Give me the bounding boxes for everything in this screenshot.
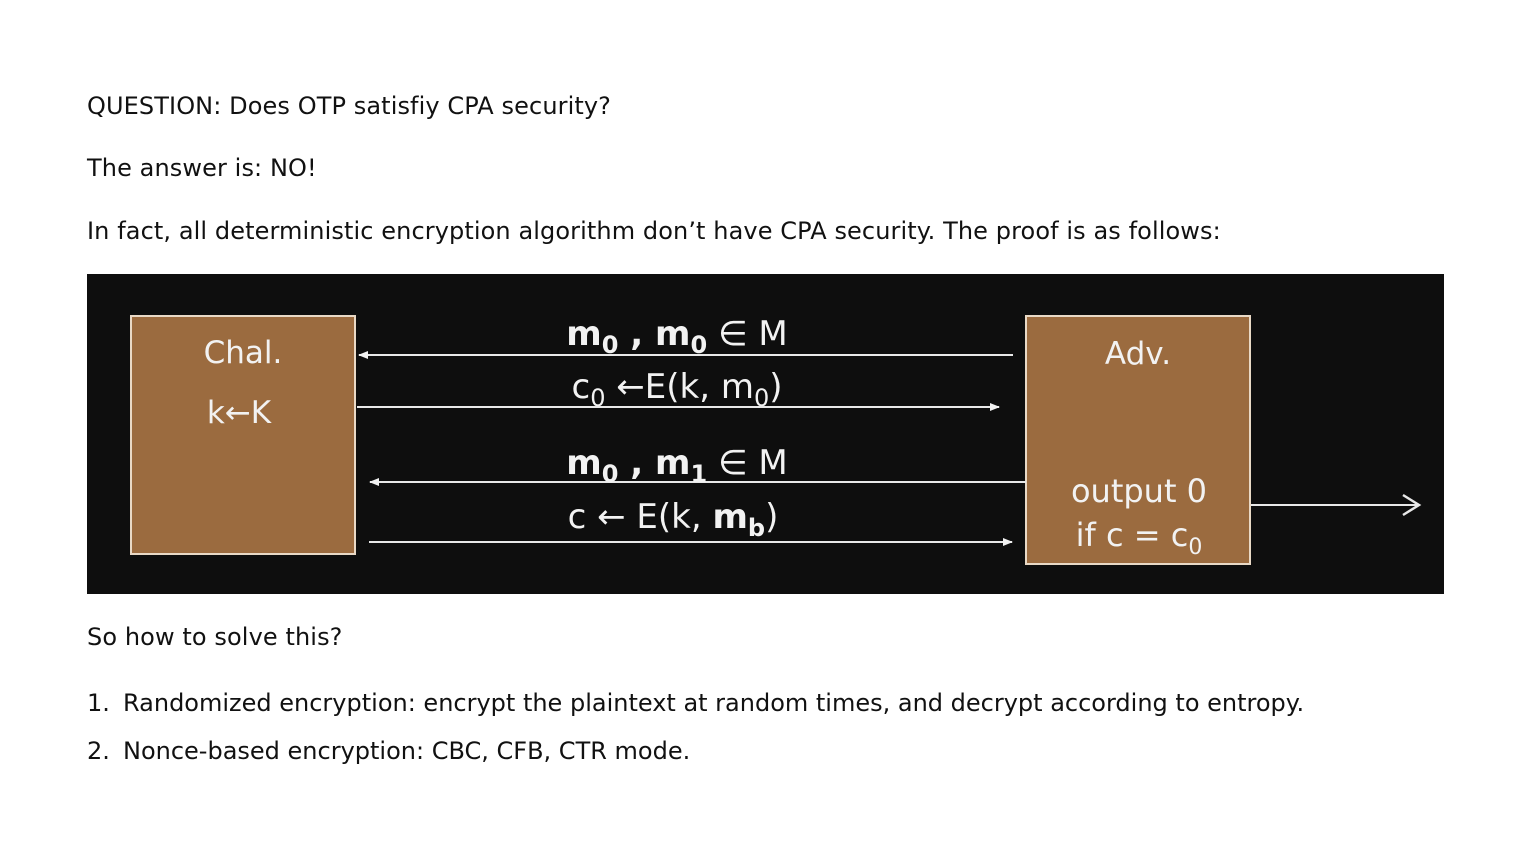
list-item-text: Nonce-based encryption: CBC, CFB, CTR mo… xyxy=(123,737,691,765)
cpa-game-diagram: Chal. k←K Adv. output 0 if c = c0 m0 , m… xyxy=(87,274,1444,594)
challenger-keygen: k←K xyxy=(207,395,272,431)
adversary-box xyxy=(1025,315,1251,565)
adversary-title: Adv. xyxy=(1105,336,1171,372)
question-text: QUESTION: Does OTP satisfiy CPA security… xyxy=(87,92,612,120)
list-item-text: Randomized encryption: encrypt the plain… xyxy=(123,689,1305,717)
cpa-game-svg: Chal. k←K Adv. output 0 if c = c0 m0 , m… xyxy=(130,314,1422,565)
adversary-output-line1: output 0 xyxy=(1071,472,1207,510)
adversary-output-line2: if c = c0 xyxy=(1076,516,1203,560)
fact-text: In fact, all deterministic encryption al… xyxy=(87,217,1221,245)
challenger-box xyxy=(130,315,356,555)
label-resp2: c ← E(k, mb) xyxy=(568,497,779,542)
label-msg2: m0 , m1 ∈ M xyxy=(566,443,787,488)
label-resp1: c0 ←E(k, m0) xyxy=(572,367,783,412)
how-text: So how to solve this? xyxy=(87,623,343,651)
answer-text: The answer is: NO! xyxy=(87,154,317,182)
arrow-output-head xyxy=(1402,493,1422,517)
list-item: 2. Nonce-based encryption: CBC, CFB, CTR… xyxy=(87,736,1304,784)
list-item-number: 1. xyxy=(87,689,110,717)
list-item: 1. Randomized encryption: encrypt the pl… xyxy=(87,688,1304,736)
challenger-title: Chal. xyxy=(204,335,283,371)
label-msg1: m0 , m0 ∈ M xyxy=(566,314,787,359)
list-item-number: 2. xyxy=(87,737,110,765)
solution-list: 1. Randomized encryption: encrypt the pl… xyxy=(87,688,1304,784)
